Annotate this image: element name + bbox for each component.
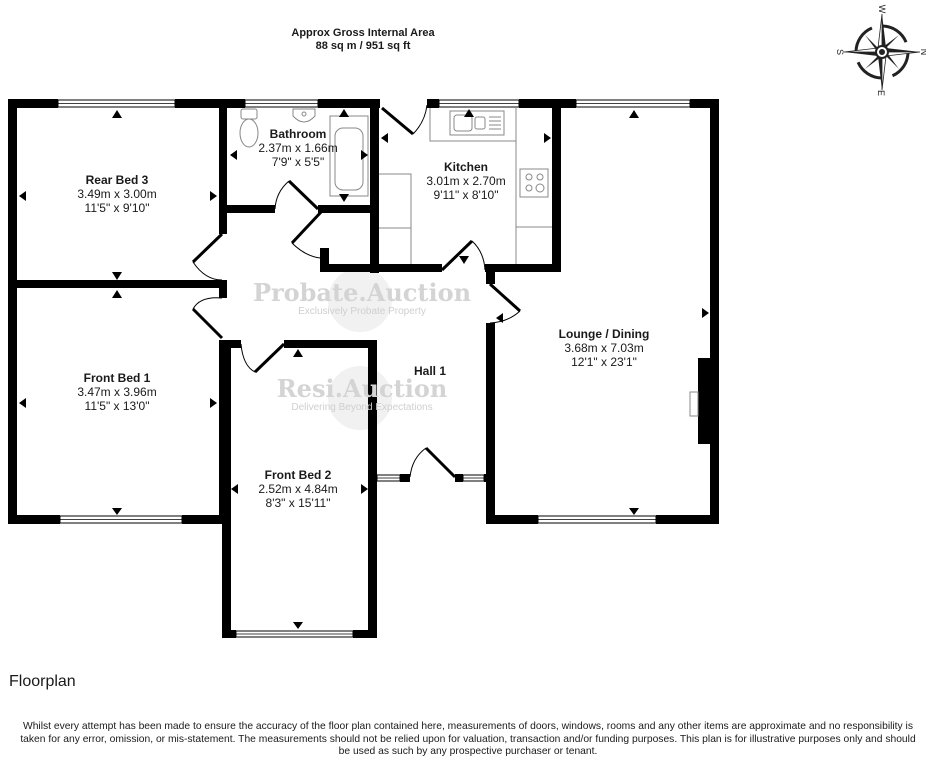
room-front-bed-1: Front Bed 1 3.47m x 3.96m 11'5" x 13'0" [77,371,156,413]
room-imperial: 8'3" x 15'11" [265,496,331,510]
watermark-title: Resi.Auction [276,374,448,403]
watermark-circle [328,366,392,430]
watermark-tagline: Exclusively Probate Property [298,306,426,317]
room-imperial: 11'5" x 13'0" [84,399,150,413]
room-imperial: 11'5" x 9'10" [84,201,150,215]
compass-west: W [877,5,887,14]
floor-label: Floorplan [9,673,76,690]
area-title: Approx Gross Internal Area [291,27,435,39]
room-metric: 3.01m x 2.70m [426,174,506,188]
room-bathroom: Bathroom 2.37m x 1.66m 7'9" x 5'5" [258,127,337,169]
room-hall-1: Hall 1 [414,364,446,378]
room-lounge-dining: Lounge / Dining 3.68m x 7.03m 12'1" x 23… [559,327,650,369]
room-rear-bed-3: Rear Bed 3 3.49m x 3.00m 11'5" x 9'10" [77,173,156,215]
watermark-circle [328,268,392,332]
area-value: 88 sq m / 951 sq ft [315,40,411,52]
room-name: Bathroom [269,127,327,141]
watermark-tagline: Delivering Beyond Expectations [291,402,433,413]
room-name: Front Bed 2 [264,468,332,482]
room-kitchen: Kitchen 3.01m x 2.70m 9'11" x 8'10" [426,160,505,202]
compass-north: N [919,49,926,56]
room-imperial: 12'1" x 23'1" [571,355,637,369]
room-imperial: 7'9" x 5'5" [271,155,325,169]
watermark-probate-auction: Probate.Auction Exclusively Probate Prop… [253,280,471,318]
room-front-bed-2: Front Bed 2 2.52m x 4.84m 8'3" x 15'11" [258,468,337,510]
room-metric: 3.68m x 7.03m [564,341,644,355]
compass-icon: W S N E [830,4,929,96]
disclaimer-text: Whilst every attempt has been made to en… [20,721,916,757]
room-imperial: 9'11" x 8'10" [433,188,499,202]
room-name: Front Bed 1 [83,371,151,385]
watermark-resi-auction: Resi.Auction Delivering Beyond Expectati… [277,376,448,414]
room-metric: 2.52m x 4.84m [258,482,338,496]
watermark-title: Probate.Auction [252,278,472,307]
floorplan-drawing [8,99,719,638]
room-name: Hall 1 [413,364,447,378]
room-metric: 3.49m x 3.00m [77,187,157,201]
gross-internal-area: Approx Gross Internal Area 88 sq m / 951… [250,27,476,53]
compass-south: S [835,49,845,55]
room-name: Kitchen [443,160,488,174]
room-metric: 2.37m x 1.66m [258,141,338,155]
compass-east: E [876,90,886,96]
room-name: Rear Bed 3 [85,173,149,187]
room-metric: 3.47m x 3.96m [77,385,157,399]
room-name: Lounge / Dining [558,327,650,341]
